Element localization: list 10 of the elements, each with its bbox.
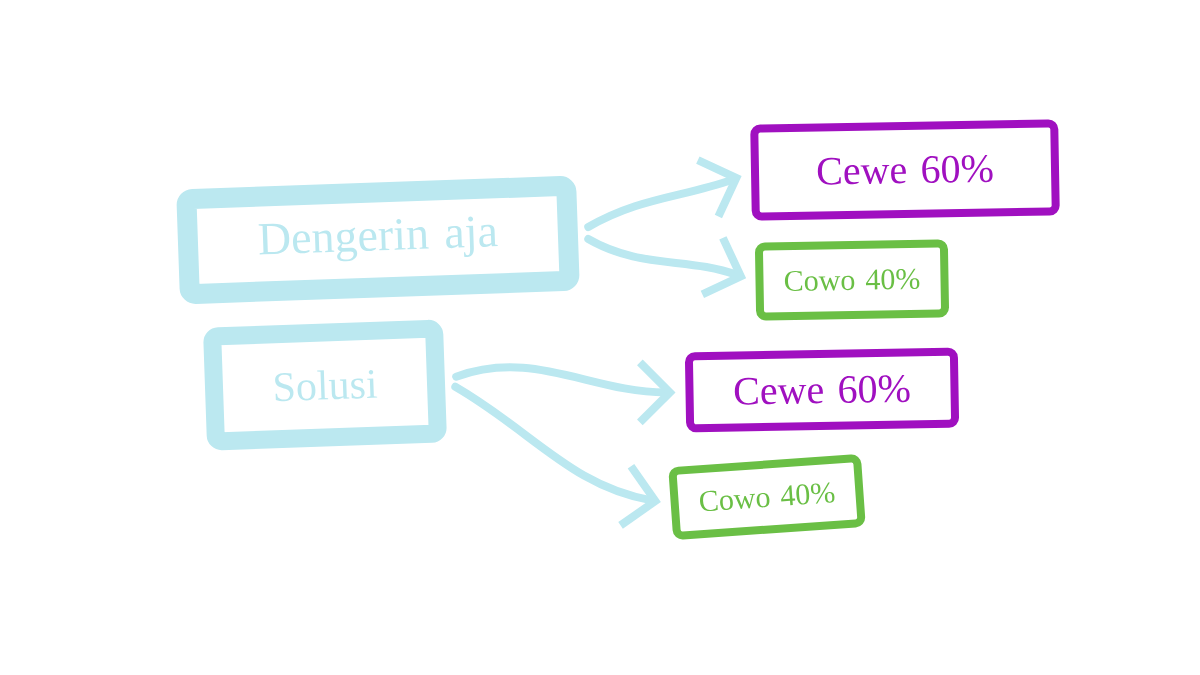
arrow	[584, 156, 742, 231]
arrow	[584, 235, 747, 298]
text-box: Cewe 60%	[750, 119, 1060, 221]
arrow	[451, 382, 661, 529]
text-box: Dengerin aja	[176, 176, 580, 304]
text-box: Cowo 40%	[755, 239, 949, 321]
arrow	[452, 359, 676, 426]
text-box: Cewe 60%	[685, 347, 959, 433]
text-box: Cowo 40%	[668, 454, 866, 540]
text-box: Solusi	[203, 319, 447, 451]
